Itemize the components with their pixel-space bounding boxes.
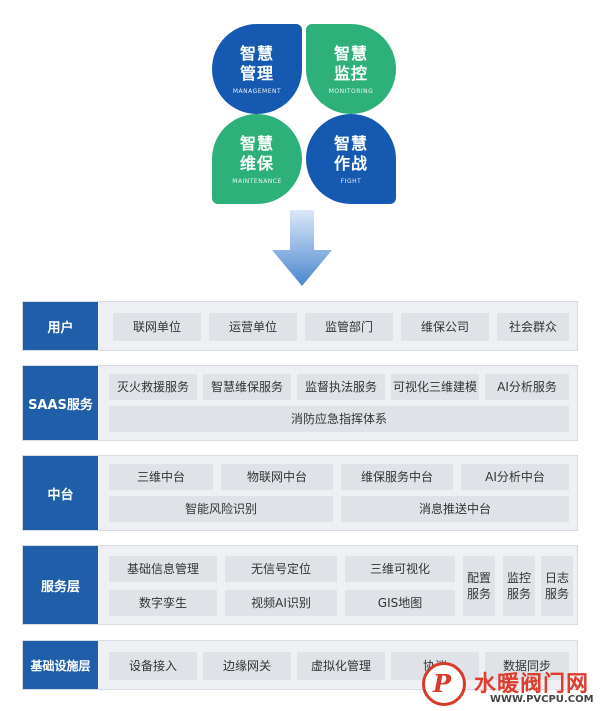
watermark-url: WWW.PVCPU.COM [490, 694, 594, 705]
node-box: 数字孪生 [109, 590, 217, 616]
watermark-text: 水暖阀门网 [474, 672, 590, 697]
watermark-logo: P [422, 662, 466, 706]
node-box: 联网单位 [113, 313, 201, 341]
layer-label: 用户 [23, 302, 98, 350]
node-box: 运营单位 [209, 313, 297, 341]
node-box: 可视化三维建模 [391, 374, 479, 400]
petal-management: 智慧 管理 MANAGEMENT [212, 24, 302, 114]
node-box: AI分析中台 [461, 464, 569, 490]
petal-monitoring: 智慧 监控 MONITORING [306, 24, 396, 114]
node-box: 无信号定位 [225, 556, 337, 582]
node-box: 灭火救援服务 [109, 374, 197, 400]
node-box-tall: 日志服务 [541, 556, 573, 616]
layer-saas: SAAS服务 灭火救援服务 智慧维保服务 监督执法服务 可视化三维建模 AI分析… [22, 365, 578, 441]
node-box-wide: 智能风险识别 [109, 496, 333, 522]
node-box: 维保服务中台 [341, 464, 453, 490]
petal-subtitle: FIGHT [340, 178, 362, 185]
layer-label: 服务层 [23, 546, 98, 624]
node-box: 监管部门 [305, 313, 393, 341]
node-box-wide: 消息推送中台 [341, 496, 569, 522]
petal-subtitle: MANAGEMENT [232, 88, 282, 95]
node-box: 物联网中台 [221, 464, 333, 490]
node-box-tall: 监控服务 [503, 556, 535, 616]
node-box: 智慧维保服务 [203, 374, 291, 400]
node-box: 虚拟化管理 [297, 652, 385, 680]
node-box: 监督执法服务 [297, 374, 385, 400]
layer-users: 用户 联网单位 运营单位 监管部门 维保公司 社会群众 [22, 301, 578, 351]
petal-fight: 智慧 作战 FIGHT [306, 114, 396, 204]
watermark: P 水暖阀门网 WWW.PVCPU.COM [420, 660, 600, 711]
layer-label: 中台 [23, 456, 98, 530]
petal-title-line1: 智慧 [239, 134, 274, 153]
petal-title-line1: 智慧 [239, 44, 274, 63]
node-box: AI分析服务 [485, 374, 569, 400]
layer-service: 服务层 基础信息管理 无信号定位 三维可视化 数字孪生 视频AI识别 GIS地图… [22, 545, 578, 625]
petal-subtitle: MONITORING [328, 88, 374, 95]
node-box-wide: 消防应急指挥体系 [109, 406, 569, 432]
node-box: 数据同步 [485, 652, 569, 680]
petal-title-line2: 管理 [239, 64, 274, 83]
node-box: 社会群众 [497, 313, 569, 341]
layer-label: 基础设施层 [23, 641, 98, 689]
petal-title-line1: 智慧 [333, 44, 368, 63]
node-box: 视频AI识别 [225, 590, 337, 616]
node-box: 维保公司 [401, 313, 489, 341]
node-box: 设备接入 [109, 652, 197, 680]
node-box: 边缘网关 [203, 652, 291, 680]
petal-title-line2: 维保 [239, 154, 274, 173]
node-box: 基础信息管理 [109, 556, 217, 582]
node-box: 三维可视化 [345, 556, 455, 582]
layer-middle: 中台 三维中台 物联网中台 维保服务中台 AI分析中台 智能风险识别 消息推送中… [22, 455, 578, 531]
node-box: 三维中台 [109, 464, 213, 490]
down-arrow-icon [272, 210, 332, 286]
petal-title-line1: 智慧 [333, 134, 368, 153]
node-box-tall: 配置服务 [463, 556, 495, 616]
petal-title-line2: 作战 [333, 154, 368, 173]
petal-subtitle: MAINTENANCE [232, 178, 282, 185]
petal-title-line2: 监控 [333, 64, 368, 83]
layer-label: SAAS服务 [23, 366, 98, 440]
node-box: GIS地图 [345, 590, 455, 616]
petal-maintenance: 智慧 维保 MAINTENANCE [212, 114, 302, 204]
